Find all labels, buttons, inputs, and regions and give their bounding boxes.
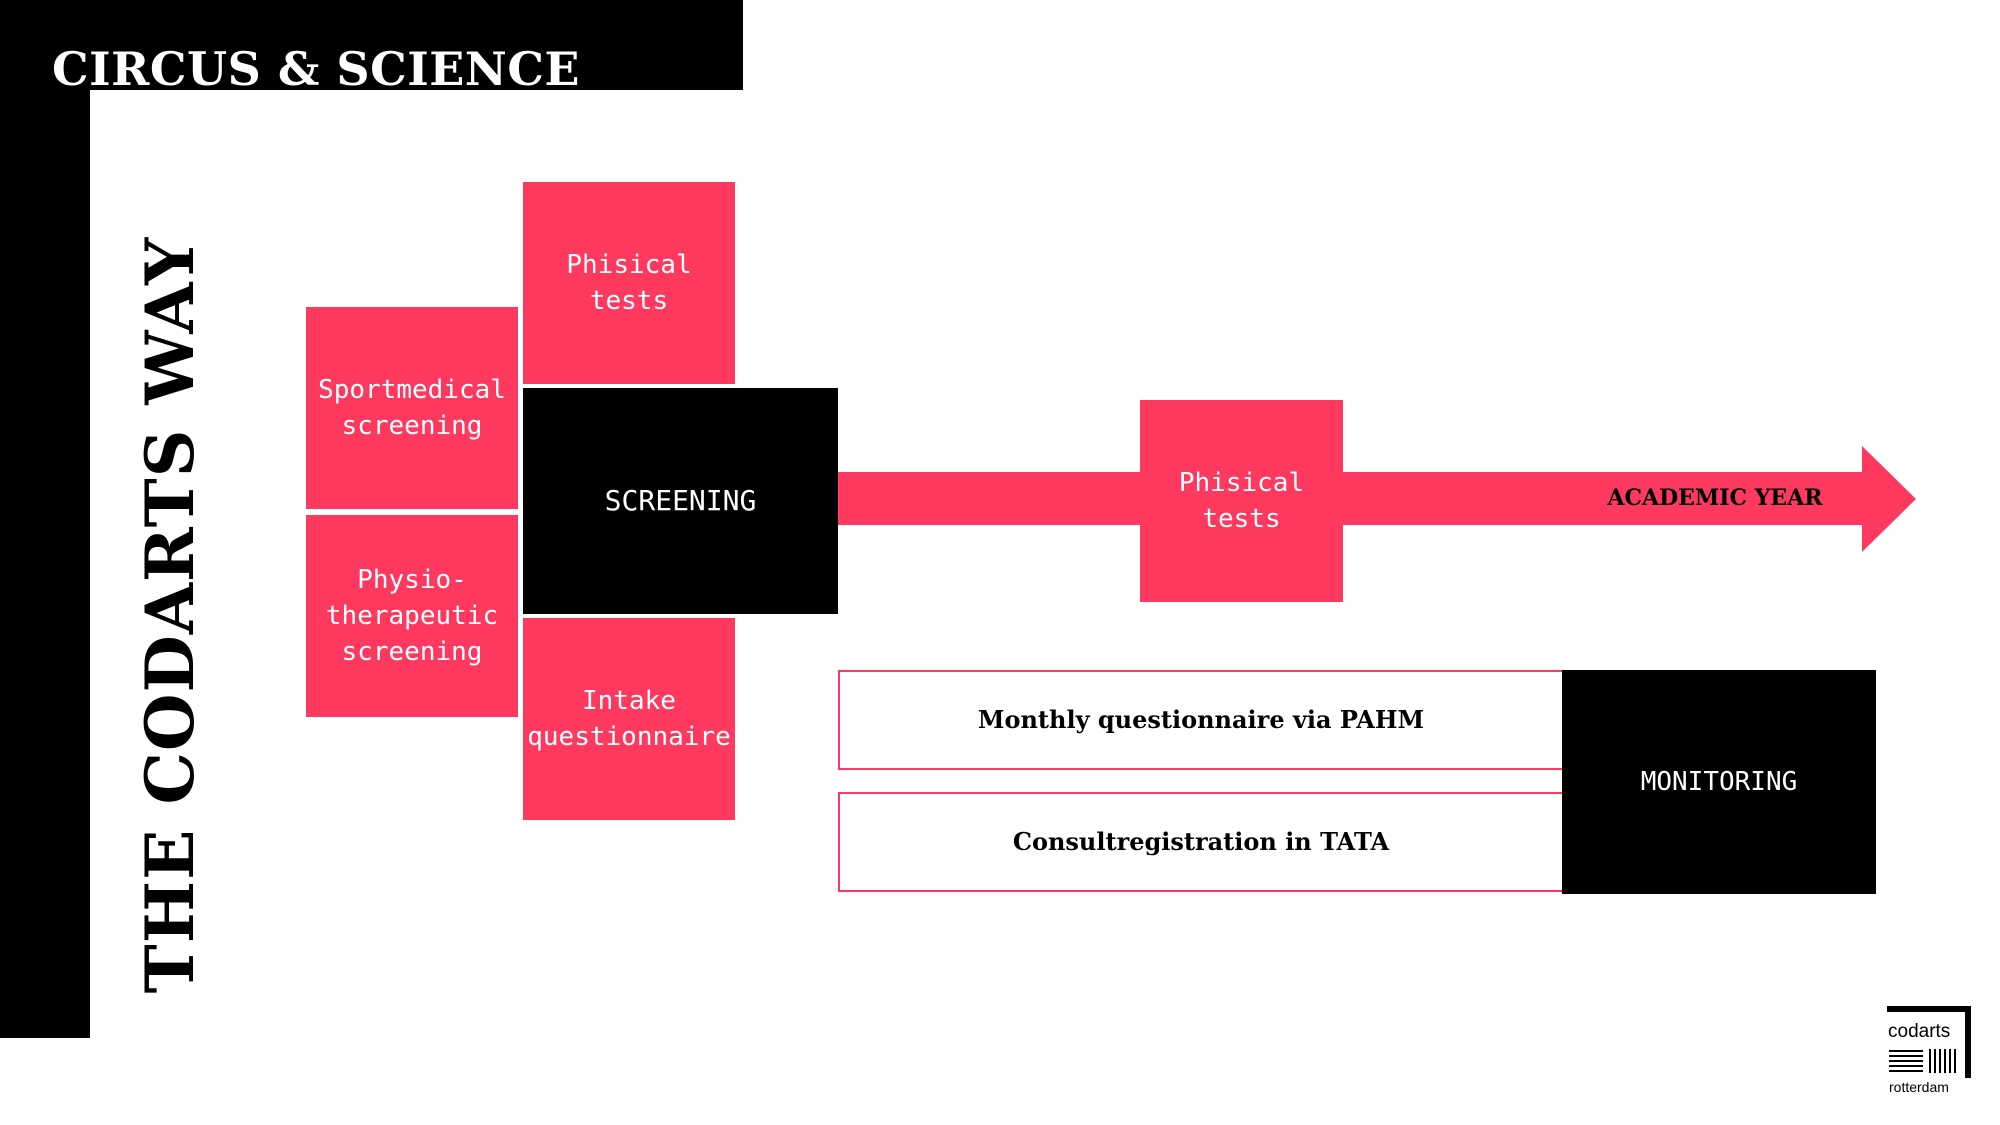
side-bar xyxy=(0,0,90,1038)
page-title: CIRCUS & SCIENCE xyxy=(52,42,580,96)
codarts-logo-frame xyxy=(1887,1006,1971,1078)
academic-year-label: ACADEMIC YEAR xyxy=(1607,485,1823,511)
academic-year-arrow-shaft xyxy=(835,472,1865,525)
monitoring-box: MONITORING xyxy=(1562,670,1876,894)
physical-tests-box: Phisical tests xyxy=(523,182,735,384)
header-bar xyxy=(0,0,743,90)
intake-questionnaire-box: Intake questionnaire xyxy=(523,618,735,820)
monthly-questionnaire-box: Monthly questionnaire via PAHM xyxy=(838,670,1564,770)
codarts-logo-mark-icon xyxy=(1889,1049,1956,1073)
logo-text-top: codarts xyxy=(1888,1021,1951,1042)
timeline-physical-tests-box: Phisical tests xyxy=(1140,400,1343,602)
logo-text-bottom: rotterdam xyxy=(1889,1079,1949,1095)
side-title: THE CODARTS WAY xyxy=(131,236,209,994)
screening-box: SCREENING xyxy=(523,388,838,614)
sportmedical-screening-box: Sportmedical screening xyxy=(306,307,518,509)
physiotherapeutic-screening-box: Physio- therapeutic screening xyxy=(306,515,518,717)
consult-registration-box: Consultregistration in TATA xyxy=(838,792,1564,892)
academic-year-arrow-head xyxy=(1862,446,1916,552)
